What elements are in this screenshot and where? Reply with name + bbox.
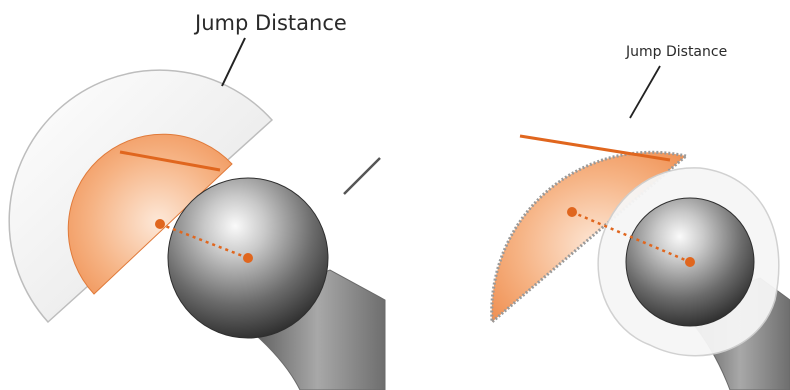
right-head-center-dot [685,257,695,267]
left-head-center-dot [243,253,253,263]
right-orange-rim-line [520,136,670,160]
left-jump-distance-label: Jump Distance [193,11,347,35]
right-leader-line [630,66,660,118]
right-jump-distance-label: Jump Distance [625,44,727,60]
right-panel: Jump Distance [492,44,790,390]
left-panel: Jump Distance [9,11,385,390]
right-cup-center-dot [567,207,577,217]
left-cup-center-dot [155,219,165,229]
left-leader-line [222,38,245,86]
left-axis-slash [344,158,380,194]
